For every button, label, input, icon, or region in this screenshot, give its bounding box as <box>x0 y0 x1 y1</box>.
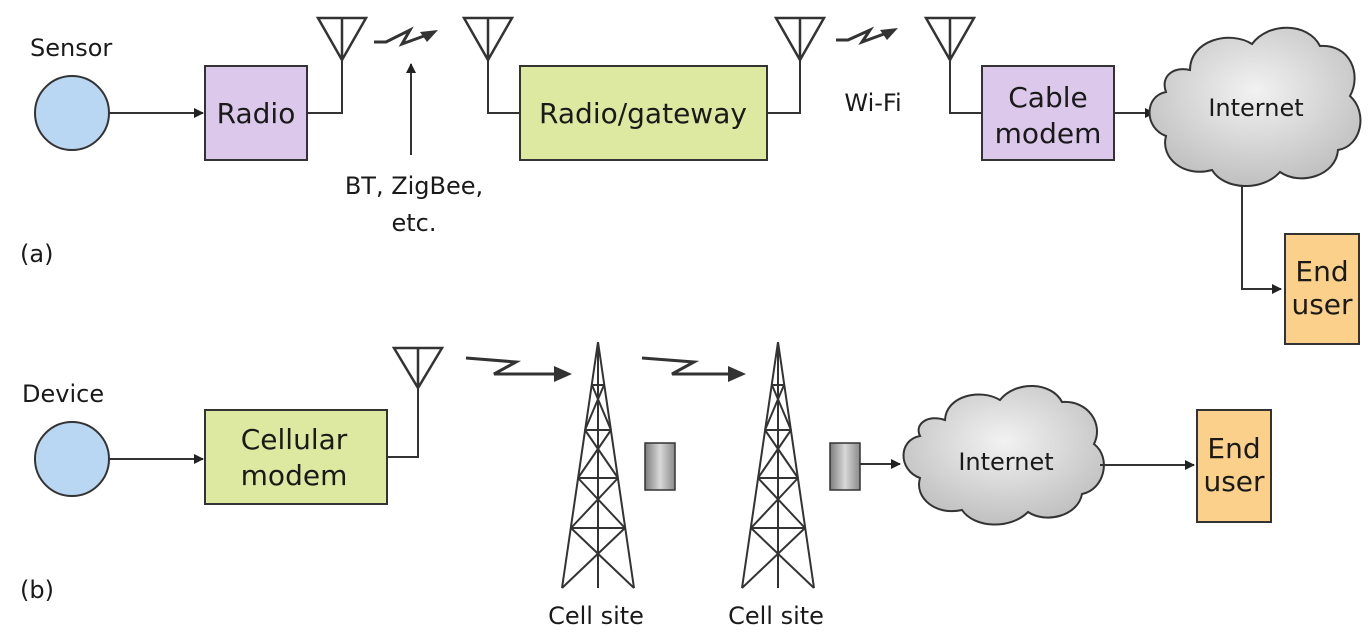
cellular-modem-box <box>204 409 388 505</box>
cell-link-arrowhead-2 <box>728 366 746 382</box>
cell-site-label-2: Cell site <box>728 602 824 630</box>
wireless-link-arrowhead <box>420 30 438 42</box>
internet-cloud-icon <box>902 385 1105 526</box>
cell-link-zigzag-1 <box>465 356 556 376</box>
cable-modem-label-line2: modem <box>995 117 1102 150</box>
cellular-antenna-feed <box>387 388 419 458</box>
cell-link-arrowhead-1 <box>554 366 572 382</box>
cell-site-label-1: Cell site <box>548 602 644 630</box>
panel-b-tag: (b) <box>20 576 54 604</box>
wifi-label: Wi-Fi <box>844 89 901 117</box>
gateway-label: Radio/gateway <box>539 97 747 130</box>
end-user-box <box>1284 233 1360 345</box>
internet-to-user-arrow <box>1241 185 1282 294</box>
end-user-label-line2: user <box>1291 288 1353 321</box>
internet-label-b: Internet <box>958 448 1053 476</box>
cable-modem-box <box>981 65 1115 161</box>
base-station-equipment <box>829 442 861 491</box>
panel-a-tag: (a) <box>20 240 53 268</box>
end-user-b-label-line1: End <box>1207 432 1260 465</box>
device-label: Device <box>22 380 104 408</box>
wifi-link-arrowhead <box>880 28 898 40</box>
wireless-link-zigzag <box>374 26 425 47</box>
radio-antenna-feed <box>307 60 343 114</box>
internet-cloud-icon <box>1148 26 1362 187</box>
panel-a: Sensor Radio BT, ZigBee, etc. Radio/gate… <box>20 16 1362 345</box>
modem-antenna-feed <box>949 60 982 114</box>
antenna-icon <box>391 346 445 391</box>
gateway-antenna-feed <box>487 60 520 114</box>
cell-link-zigzag-2 <box>641 356 730 376</box>
gateway-antenna-out <box>767 60 801 114</box>
end-user-b-label-line2: user <box>1203 465 1265 498</box>
radio-label: Radio <box>217 97 296 130</box>
protocols-label-line2: etc. <box>392 209 437 237</box>
cable-modem-label-line1: Cable <box>1008 81 1088 114</box>
cell-tower-icon <box>741 341 815 589</box>
protocols-label-line1: BT, ZigBee, <box>345 172 483 200</box>
gateway-box <box>519 65 768 161</box>
device-node <box>34 421 110 497</box>
cell-tower-icon <box>561 341 635 589</box>
sensor-node <box>34 75 110 151</box>
end-user-box-b <box>1196 409 1272 523</box>
wifi-link-zigzag <box>836 26 885 45</box>
cellular-modem-label-line2: modem <box>241 459 348 492</box>
end-user-label-line1: End <box>1295 255 1348 288</box>
antenna-icon <box>315 16 369 63</box>
panel-b: Device Cellular modem <box>20 341 1272 630</box>
internet-label: Internet <box>1208 94 1303 122</box>
sensor-label: Sensor <box>30 34 112 62</box>
antenna-icon <box>923 16 977 63</box>
base-station-equipment <box>644 442 676 491</box>
antenna-icon <box>773 16 827 63</box>
antenna-icon <box>461 16 515 63</box>
cellular-modem-label-line1: Cellular <box>241 423 348 456</box>
